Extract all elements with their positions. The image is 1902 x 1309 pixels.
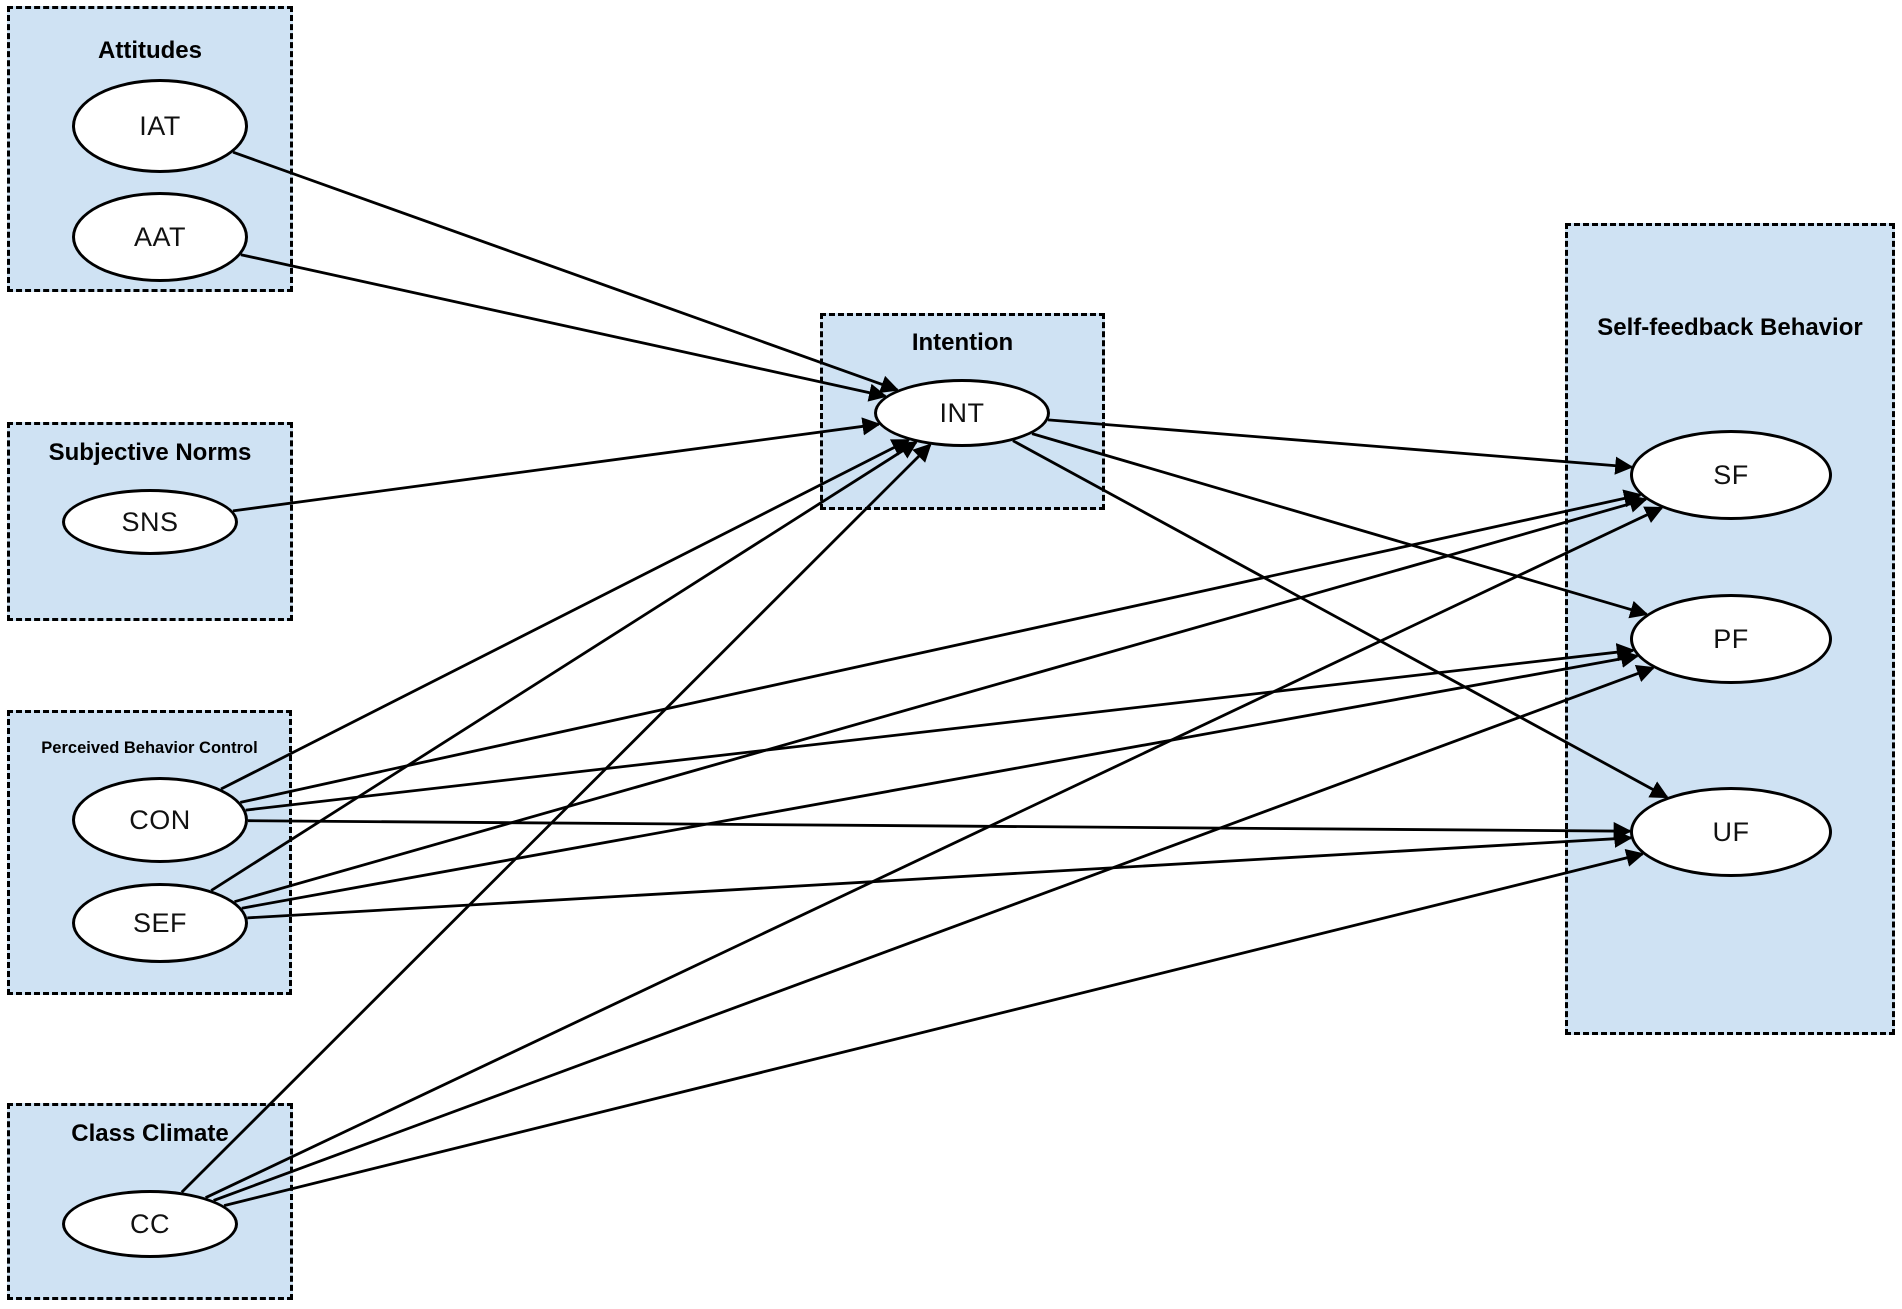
node-label-sns: SNS bbox=[121, 506, 179, 537]
edge-aat-to-int bbox=[240, 253, 888, 402]
edge-cc-to-sf bbox=[205, 506, 1664, 1199]
node-pf: PF bbox=[1630, 594, 1832, 684]
edge-sef-to-pf bbox=[241, 649, 1640, 910]
edge-con-to-uf bbox=[247, 819, 1632, 841]
group-title-attitudes: Attitudes bbox=[98, 37, 202, 64]
node-label-aat: AAT bbox=[133, 221, 186, 252]
node-iat: IAT bbox=[72, 79, 248, 173]
node-label-con: CON bbox=[129, 804, 191, 835]
edge-int-to-pf bbox=[1031, 432, 1649, 619]
edge-sns-to-int bbox=[232, 417, 881, 513]
edge-con-to-int bbox=[220, 438, 911, 791]
edge-iat-to-int bbox=[232, 150, 900, 393]
edge-int-to-sf bbox=[1047, 418, 1634, 475]
edge-cc-to-pf bbox=[213, 664, 1656, 1202]
node-label-int: INT bbox=[939, 397, 985, 428]
node-label-sef: SEF bbox=[132, 907, 187, 938]
group-title-class-climate: Class Climate bbox=[71, 1120, 229, 1147]
edge-con-to-sf bbox=[239, 489, 1643, 804]
node-label-uf: UF bbox=[1712, 816, 1750, 847]
node-sef: SEF bbox=[72, 883, 248, 963]
node-uf: UF bbox=[1630, 787, 1832, 877]
group-title-subjective-norms: Subjective Norms bbox=[48, 439, 252, 466]
node-int: INT bbox=[874, 379, 1050, 447]
edge-sef-to-sf bbox=[234, 495, 1648, 904]
edge-cc-to-int bbox=[180, 443, 932, 1194]
node-cc: CC bbox=[62, 1190, 238, 1258]
edge-con-to-pf bbox=[245, 643, 1636, 812]
group-title-intention: Intention bbox=[911, 329, 1014, 356]
node-label-cc: CC bbox=[130, 1208, 170, 1239]
node-label-pf: PF bbox=[1713, 623, 1749, 654]
group-title-perceived-behavior-control: Perceived Behavior Control bbox=[41, 739, 258, 757]
node-label-iat: IAT bbox=[139, 110, 181, 141]
node-aat: AAT bbox=[72, 192, 248, 282]
edge-cc-to-uf bbox=[223, 849, 1645, 1207]
group-title-self-feedback-behavior: Self-feedback Behavior bbox=[1597, 314, 1863, 341]
node-sf: SF bbox=[1630, 430, 1832, 520]
edge-sef-to-int bbox=[210, 440, 918, 892]
node-con: CON bbox=[72, 777, 248, 863]
node-label-sf: SF bbox=[1713, 459, 1749, 490]
edge-sef-to-uf bbox=[247, 829, 1633, 920]
node-sns: SNS bbox=[62, 489, 238, 555]
